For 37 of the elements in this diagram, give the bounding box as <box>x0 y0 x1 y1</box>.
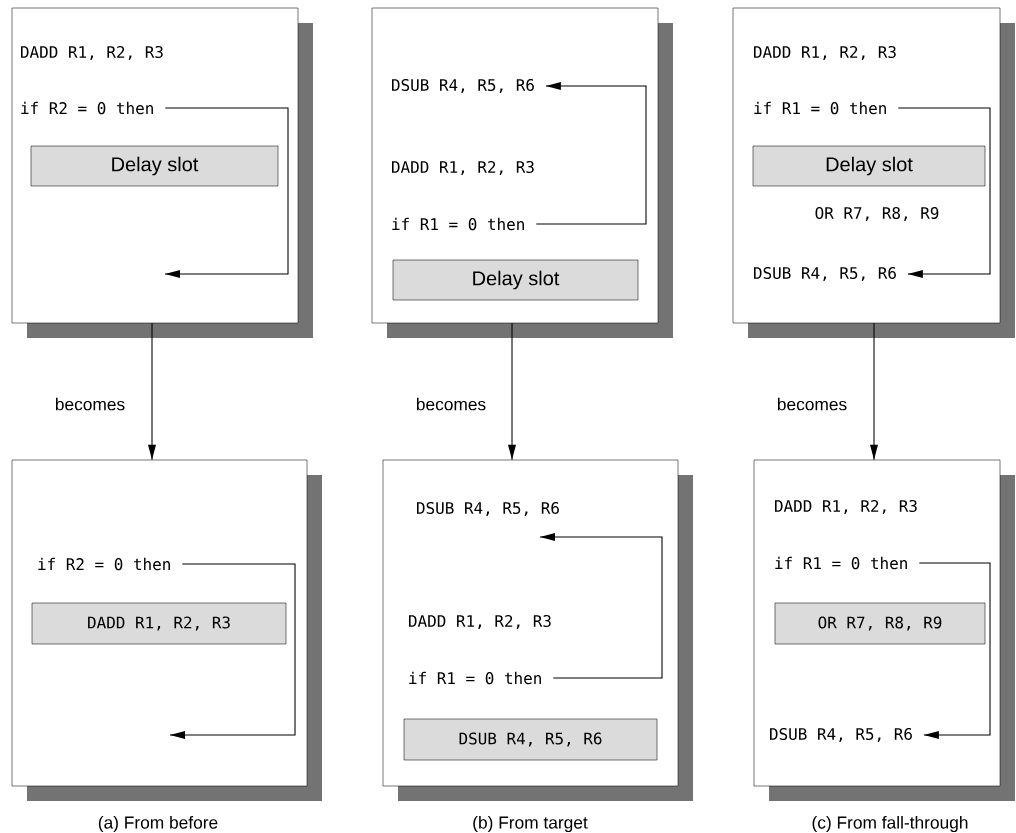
code-line: DADD R1, R2, R3 <box>754 45 896 61</box>
code-line: OR R7, R8, R9 <box>815 206 939 222</box>
edge-label: becomes <box>55 397 125 411</box>
node-label: (a) From before <box>98 815 218 833</box>
delay-slot-box: Delay slot <box>30 145 279 187</box>
code-line: DSUB R4, R5, R6 <box>754 266 896 282</box>
code-line: DADD R1, R2, R3 <box>409 614 551 630</box>
edge-label: becomes <box>416 397 486 411</box>
code-line: if R2 = 0 then <box>38 557 170 571</box>
instruction-box: OR R7, R8, R9 <box>774 602 986 645</box>
edge-label: becomes <box>777 397 847 411</box>
branch-arrow <box>918 562 991 739</box>
code-line: DADD R1, R2, R3 <box>392 160 534 176</box>
node-label: (c) From fall-through <box>812 815 968 833</box>
branch-arrow <box>164 107 289 278</box>
instruction-box: DADD R1, R2, R3 <box>31 602 287 645</box>
instruction-box: DSUB R4, R5, R6 <box>403 718 658 761</box>
code-line: if R1 = 0 then <box>392 217 524 231</box>
code-line: DSUB R4, R5, R6 <box>392 78 534 94</box>
arrow <box>870 322 878 461</box>
node-label: (b) From target <box>473 815 588 833</box>
branch-arrow <box>539 533 663 679</box>
branch-arrow <box>897 107 991 278</box>
arrow <box>148 322 156 461</box>
code-line: DADD R1, R2, R3 <box>21 45 163 61</box>
code-line: if R1 = 0 then <box>754 101 886 115</box>
code-line: if R2 = 0 then <box>21 101 153 115</box>
branch-arrow <box>535 82 647 225</box>
arrow <box>508 322 516 461</box>
code-line: if R1 = 0 then <box>409 671 541 685</box>
code-line: DSUB R4, R5, R6 <box>770 727 912 743</box>
code-line: if R1 = 0 then <box>775 556 907 570</box>
branch-arrow <box>169 563 296 739</box>
delay-slot-box: Delay slot <box>392 259 639 301</box>
delay-slot-box: Delay slot <box>752 145 986 187</box>
code-line: DADD R1, R2, R3 <box>775 499 917 515</box>
code-line: DSUB R4, R5, R6 <box>417 501 559 517</box>
